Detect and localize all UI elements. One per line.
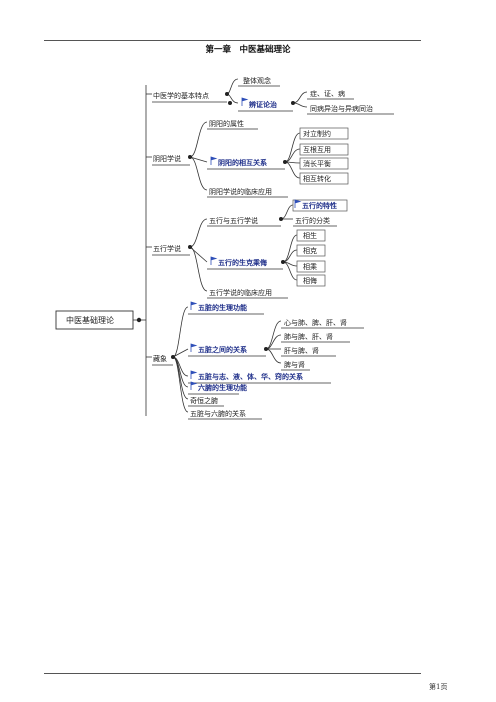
flag-icons	[190, 97, 302, 390]
leaf-label: 相互转化	[303, 174, 331, 183]
node-label: 五脏与志、液、体、华、窍的关系	[198, 372, 303, 381]
leaf-label: 肺与脾、肝、肾	[284, 332, 333, 341]
leaf-boxes	[55, 127, 349, 330]
leaf-label: 五行的分类	[295, 216, 330, 225]
leaf-label: 五行的特性	[302, 201, 337, 210]
flag-icon	[190, 343, 198, 352]
node-label: 阴阳的属性	[209, 119, 244, 128]
leaf-label: 对立制约	[303, 129, 331, 138]
leaf-label: 互根互用	[303, 145, 331, 154]
node-label: 五脏与六腑的关系	[190, 409, 246, 418]
flag-icon	[190, 301, 198, 310]
flag-icon	[294, 199, 302, 208]
page-title: 第一章 中医基础理论	[205, 45, 291, 55]
node-label: 五行的生克乘侮	[218, 258, 267, 267]
node-label: 五脏的生理功能	[198, 303, 247, 312]
root-node: 中医基础理论	[66, 315, 114, 325]
flag-icon	[190, 381, 198, 390]
node-label: 整体观念	[243, 76, 271, 85]
topic-underlines	[152, 85, 394, 420]
flag-icon	[210, 256, 218, 265]
leaf-label: 相克	[303, 246, 317, 255]
node-label: 六腑的生理功能	[198, 383, 247, 392]
branch-label: 中医学的基本特点	[153, 91, 209, 100]
page-number: 第1页	[429, 683, 448, 691]
leaf-label: 相乘	[303, 262, 317, 271]
leaf-label: 同病异治与异病同治	[310, 104, 373, 113]
flag-icon	[190, 370, 198, 379]
node-label: 奇恒之腑	[190, 396, 218, 405]
node-label: 阴阳的相互关系	[218, 158, 267, 167]
node-label: 五行学说的临床应用	[209, 288, 272, 297]
leaf-label: 症、证、病	[310, 89, 345, 98]
node-label: 阴阳学说的临床应用	[209, 187, 272, 196]
branch-label: 藏象	[153, 354, 167, 363]
connector-dots	[136, 92, 295, 359]
leaf-label: 心与肺、脾、肝、肾	[284, 318, 347, 327]
leaf-label: 脾与肾	[284, 360, 305, 369]
leaf-label: 相侮	[303, 276, 317, 285]
branch-label: 五行学说	[153, 244, 181, 253]
branch-label: 阴阳学说	[153, 154, 181, 163]
flag-icon	[241, 97, 249, 106]
flag-icon	[210, 156, 218, 165]
leaf-label: 相生	[303, 231, 317, 240]
leaf-label: 消长平衡	[303, 159, 331, 168]
header-rule	[44, 40, 421, 41]
leaf-label: 肝与脾、肾	[284, 346, 319, 355]
node-label: 五脏之间的关系	[198, 345, 247, 354]
node-label: 辨证论治	[249, 100, 277, 109]
node-label: 五行与五行学说	[209, 216, 258, 225]
footer-rule	[44, 673, 421, 674]
